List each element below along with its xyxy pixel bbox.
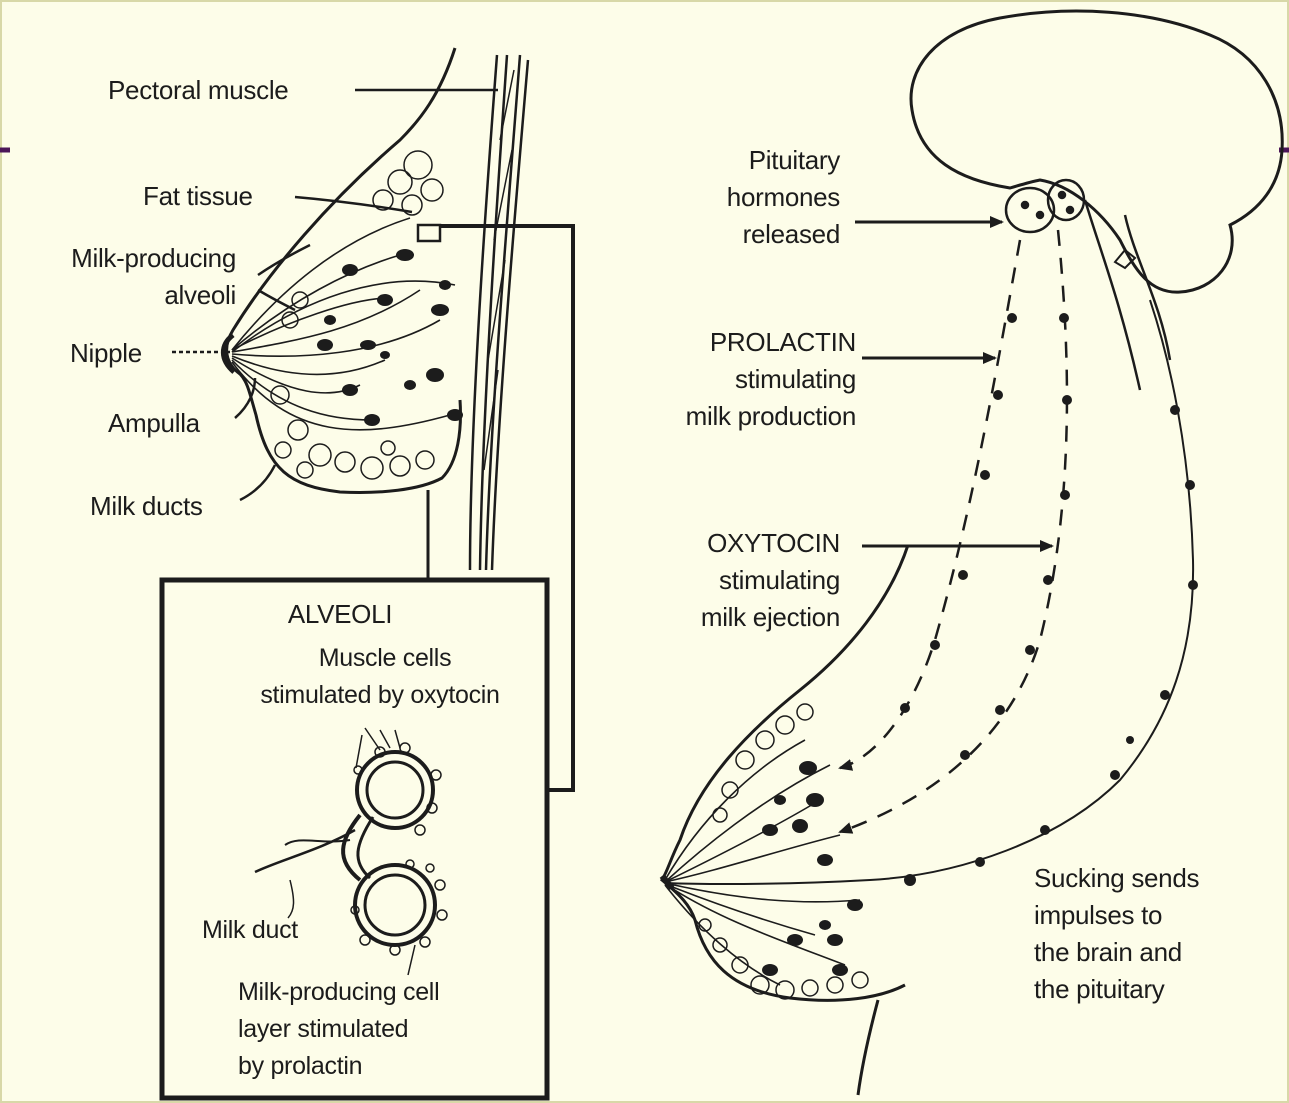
label-fat-tissue: Fat tissue (143, 178, 253, 215)
label-prolactin-line3: milk production (630, 398, 856, 435)
label-milk-duct: Milk duct (202, 912, 298, 949)
oxytocin-pathway (840, 230, 1067, 832)
label-pituitary-line3: released (640, 216, 840, 253)
label-oxytocin-line3: milk ejection (640, 599, 840, 636)
label-oxytocin-line2: stimulating (640, 562, 840, 599)
label-pituitary-line1: Pituitary (640, 142, 840, 179)
label-cell-layer-line1: Milk-producing cell (238, 974, 439, 1011)
label-prolactin-line2: stimulating (630, 361, 856, 398)
label-prolactin-line1: PROLACTIN (630, 324, 856, 361)
zoom-box (418, 225, 440, 241)
label-oxytocin-line1: OXYTOCIN (640, 525, 840, 562)
label-cell-layer: Milk-producing cell layer stimulated by … (238, 974, 439, 1085)
prolactin-pathway (840, 240, 1020, 768)
alveoli-lobules (317, 249, 463, 426)
pectoral-muscle-shape (470, 55, 528, 570)
label-pituitary-hormones: Pituitary hormones released (640, 142, 840, 253)
label-nipple: Nipple (70, 335, 142, 372)
label-sucking-impulses: Sucking sends impulses to the brain and … (1034, 860, 1199, 1008)
label-cell-layer-line2: layer stimulated (238, 1011, 439, 1048)
label-sucking-line4: the pituitary (1034, 971, 1199, 1008)
label-cell-layer-line3: by prolactin (238, 1048, 439, 1085)
label-milk-ducts: Milk ducts (90, 488, 203, 525)
label-ampulla: Ampulla (108, 405, 200, 442)
label-pituitary-line2: hormones (640, 179, 840, 216)
label-milk-producing-alveoli-line1: Milk-producing (14, 240, 236, 277)
label-muscle-cells-line1: Muscle cells (210, 640, 550, 677)
right-alveoli-lobules (762, 761, 863, 976)
label-milk-producing-alveoli: Milk-producing alveoli (14, 240, 236, 314)
label-sucking-line2: impulses to (1034, 897, 1199, 934)
label-prolactin: PROLACTIN stimulating milk production (630, 324, 856, 435)
right-label-arrows (855, 222, 1052, 546)
label-milk-producing-alveoli-line2: alveoli (14, 277, 236, 314)
inset-title: ALVEOLI (250, 596, 430, 633)
label-muscle-cells-line2: stimulated by oxytocin (210, 677, 550, 714)
pituitary-gland (1006, 180, 1084, 232)
label-muscle-cells: Muscle cells stimulated by oxytocin (210, 640, 550, 714)
label-sucking-line1: Sucking sends (1034, 860, 1199, 897)
label-pectoral-muscle: Pectoral muscle (108, 72, 288, 109)
label-oxytocin: OXYTOCIN stimulating milk ejection (640, 525, 840, 636)
brain-outline (911, 11, 1282, 292)
label-sucking-line3: the brain and (1034, 934, 1199, 971)
milk-duct-lines (232, 218, 455, 430)
